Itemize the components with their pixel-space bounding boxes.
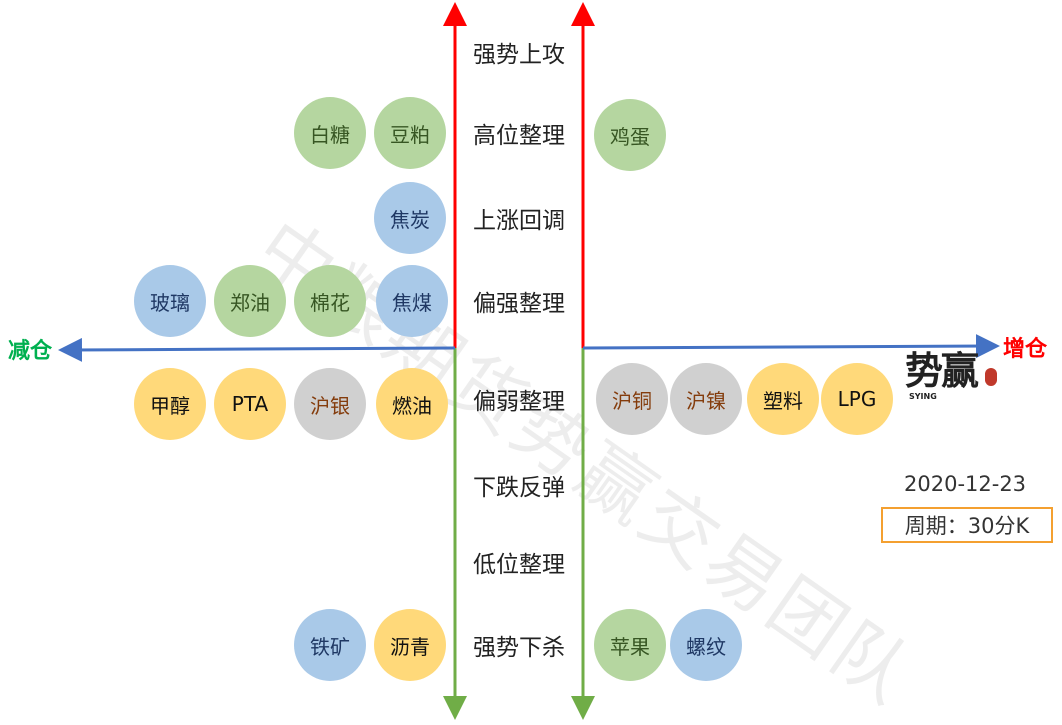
commodity-circle: 铁矿: [294, 609, 366, 681]
commodity-circle: 沪铜: [596, 363, 668, 435]
commodity-circle: 燃油: [376, 368, 448, 440]
commodity-circle: 螺纹: [670, 609, 742, 681]
decrease-axis: [58, 337, 456, 362]
logo: 势赢 SYING: [905, 350, 1005, 430]
commodity-circle: 郑油: [214, 265, 286, 337]
commodity-circle: 焦炭: [374, 182, 446, 254]
row-label: 强势下杀: [473, 635, 565, 661]
commodity-circle: 苹果: [594, 609, 666, 681]
row-label: 下跌反弹: [473, 475, 565, 501]
row-label: 上涨回调: [473, 208, 565, 234]
commodity-circle: 甲醇: [134, 368, 206, 440]
row-label: 高位整理: [473, 123, 565, 149]
commodity-circle: 豆粕: [374, 97, 446, 169]
commodity-circle: 沪镍: [670, 363, 742, 435]
commodity-circle: 焦煤: [376, 265, 448, 337]
period-box: 周期：30分K: [881, 507, 1053, 543]
commodity-circle: PTA: [214, 368, 286, 440]
row-label: 偏强整理: [473, 291, 565, 317]
row-label: 低位整理: [473, 552, 565, 578]
date-text: 2020-12-23: [904, 472, 1027, 496]
row-label: 偏弱整理: [473, 389, 565, 415]
increase-axis: [582, 334, 1000, 359]
commodity-circle: 棉花: [294, 265, 366, 337]
commodity-circle: 玻璃: [134, 265, 206, 337]
commodity-circle: 白糖: [294, 97, 366, 169]
decrease-label: 减仓: [8, 339, 53, 364]
commodity-circle: 鸡蛋: [594, 99, 666, 171]
commodity-circle: LPG: [821, 363, 893, 435]
commodity-circle: 沥青: [374, 609, 446, 681]
commodity-circle: 塑料: [747, 363, 819, 435]
increase-label: 增仓: [1003, 337, 1048, 362]
commodity-circle: 沪银: [294, 368, 366, 440]
row-label: 强势上攻: [473, 42, 565, 68]
